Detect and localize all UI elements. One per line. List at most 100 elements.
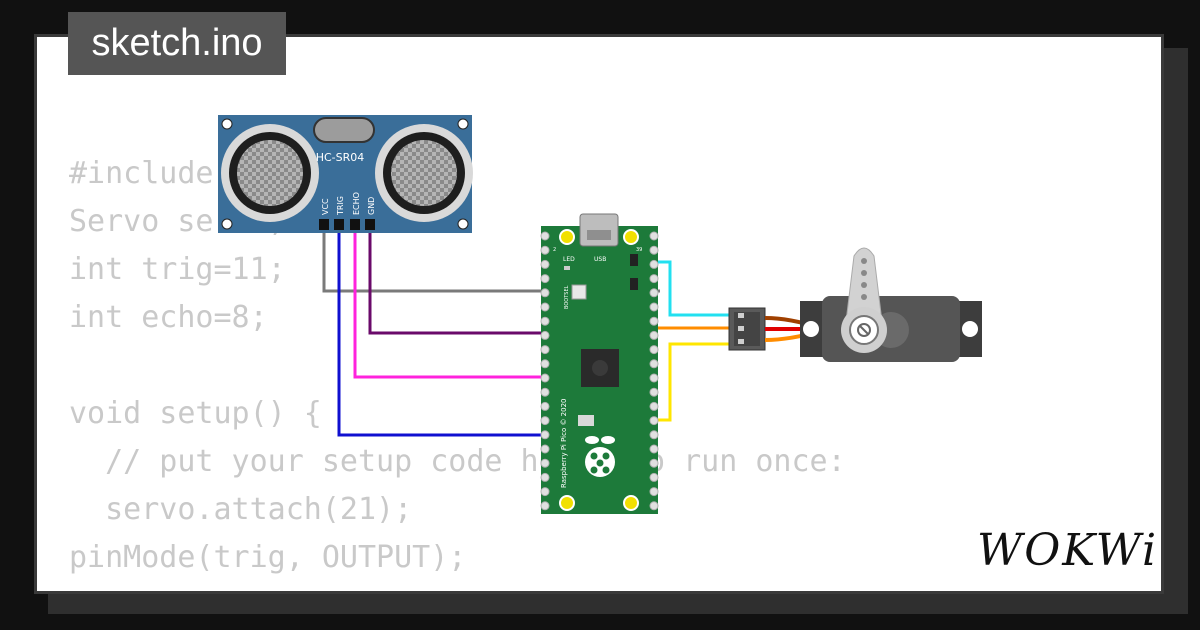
pin-hole-icon <box>649 373 659 383</box>
pin-hole-icon <box>540 487 550 497</box>
pin-hole-icon <box>540 359 550 369</box>
usb-socket-icon <box>587 230 611 240</box>
wire-servo-ground <box>648 260 735 317</box>
pin-icon <box>738 313 744 318</box>
pin-number-label: 2 <box>553 247 556 253</box>
pin-hole-icon <box>540 274 550 284</box>
crystal-icon <box>313 117 375 143</box>
mount-hole-icon <box>457 118 469 130</box>
code-line: int trig=11; <box>69 252 286 287</box>
wire-trig <box>337 228 550 437</box>
mount-hole-icon <box>962 321 978 337</box>
mount-hole-icon <box>623 495 639 511</box>
pin-header-echo[interactable] <box>350 219 360 230</box>
pin-hole-icon <box>649 302 659 312</box>
servo-connector[interactable] <box>728 307 766 351</box>
pin-header-gnd[interactable] <box>365 219 375 230</box>
pin-hole-icon <box>649 472 659 482</box>
pin-hole-icon <box>649 430 659 440</box>
chip-icon <box>630 278 638 290</box>
pin-hole-icon <box>649 416 659 426</box>
transducer-right-icon <box>375 124 473 222</box>
pin-hole-icon <box>540 444 550 454</box>
pin-hole-icon <box>649 231 659 241</box>
pin-hole-icon <box>540 245 550 255</box>
pin-icon <box>738 339 744 344</box>
led-icon <box>564 266 570 270</box>
pin-hole-icon <box>540 231 550 241</box>
bootsel-button[interactable] <box>571 284 587 300</box>
pin-label-trig: TRIG <box>336 196 345 216</box>
pin-hole-icon <box>540 387 550 397</box>
pin-hole-icon <box>540 430 550 440</box>
board-name-label: Raspberry Pi Pico © 2020 <box>560 399 568 489</box>
pin-hole-icon <box>649 274 659 284</box>
pin-hole-icon <box>649 245 659 255</box>
pin-hole-icon <box>649 444 659 454</box>
pin-hole-icon <box>540 259 550 269</box>
servo-motor[interactable] <box>800 247 982 362</box>
mount-hole-icon <box>559 495 575 511</box>
chip-icon <box>630 254 638 266</box>
mount-hole-icon <box>457 218 469 230</box>
pin-hole-icon <box>649 387 659 397</box>
pin-hole-icon <box>649 359 659 369</box>
wire-servo-signal <box>648 342 735 422</box>
pin-hole-icon <box>649 458 659 468</box>
code-line: pinMode(echo, INPUT); <box>69 582 846 591</box>
pico-board[interactable]: LED USB 2 39 BOOTSEL Raspberry Pi Pico ©… <box>540 213 659 514</box>
pin-header-trig[interactable] <box>334 219 344 230</box>
servo-horn-icon <box>841 247 887 353</box>
wire-echo <box>353 228 550 379</box>
mount-hole-icon <box>221 218 233 230</box>
pin-header-vcc[interactable] <box>319 219 329 230</box>
pin-label-vcc: VCC <box>321 198 330 215</box>
pin-hole-icon <box>649 316 659 326</box>
pin-hole-icon <box>540 330 550 340</box>
pin-hole-icon <box>540 472 550 482</box>
sensor-model-label: HC-SR04 <box>316 151 365 164</box>
pin-hole-icon <box>540 501 550 511</box>
pin-hole-icon <box>649 501 659 511</box>
pin-number-label: 39 <box>636 247 642 253</box>
mount-hole-icon <box>803 321 819 337</box>
pin-hole-icon <box>649 288 659 298</box>
file-tab[interactable]: sketch.ino <box>68 12 286 75</box>
pin-hole-icon <box>649 487 659 497</box>
wokwi-logo: WOKWi <box>977 525 1159 576</box>
pin-hole-icon <box>540 373 550 383</box>
code-line: void setup() { <box>69 396 322 431</box>
code-line: pinMode(trig, OUTPUT); <box>69 540 467 575</box>
transducer-left-icon <box>221 124 319 222</box>
pin-headers <box>540 231 659 511</box>
wires <box>322 228 735 437</box>
pin-hole-icon <box>540 401 550 411</box>
usb-label: USB <box>594 256 606 263</box>
ultrasonic-sensor[interactable]: HC-SR04 VCC TRIG ECHO GND <box>218 115 473 233</box>
pin-hole-icon <box>540 416 550 426</box>
code-line: int echo=8; <box>69 300 268 335</box>
code-line: servo.attach(21); <box>69 492 413 527</box>
pin-label-echo: ECHO <box>352 192 361 215</box>
pin-hole-icon <box>540 288 550 298</box>
pin-label-gnd: GND <box>367 197 376 215</box>
chip-logo-icon <box>592 360 608 376</box>
pin-hole-icon <box>540 302 550 312</box>
mount-hole-icon <box>559 229 575 245</box>
led-label: LED <box>563 256 575 263</box>
mount-hole-icon <box>623 229 639 245</box>
mount-hole-icon <box>221 118 233 130</box>
raspberry-logo-icon <box>585 436 615 477</box>
pin-hole-icon <box>649 401 659 411</box>
pin-hole-icon <box>540 458 550 468</box>
wire-servo-power <box>646 292 735 330</box>
pin-hole-icon <box>540 316 550 326</box>
wire-gnd <box>368 228 550 335</box>
pin-hole-icon <box>649 330 659 340</box>
flash-chip-icon <box>578 415 594 426</box>
pin-hole-icon <box>649 345 659 355</box>
bootsel-label: BOOTSEL <box>564 285 570 309</box>
pin-hole-icon <box>540 345 550 355</box>
pin-hole-icon <box>649 259 659 269</box>
